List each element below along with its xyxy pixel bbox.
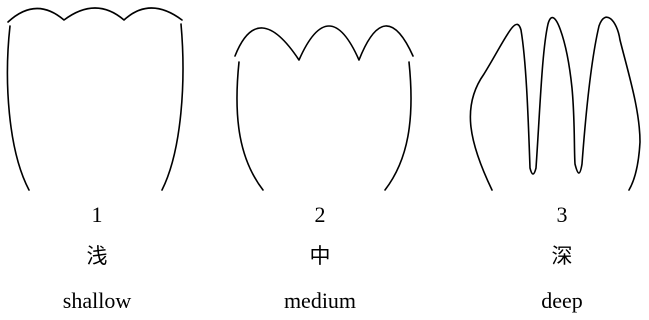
medium-lobed-outline-icon bbox=[234, 25, 414, 191]
lobe-shapes bbox=[6, 7, 641, 191]
deep-lobed-outline-icon bbox=[469, 16, 641, 191]
deep-english-label: deep bbox=[541, 288, 583, 313]
shallow-number: 1 bbox=[91, 202, 103, 227]
shallow-english-label: shallow bbox=[62, 288, 132, 313]
medium-chinese-label: 中 bbox=[309, 244, 331, 268]
medium-english-label: medium bbox=[283, 288, 357, 313]
deep-number: 3 bbox=[556, 202, 568, 227]
shallow-lobed-outline-icon bbox=[6, 7, 184, 191]
deep-chinese-label: 深 bbox=[551, 244, 573, 268]
medium-number: 2 bbox=[314, 202, 326, 227]
shallow-chinese-label: 浅 bbox=[86, 244, 108, 268]
